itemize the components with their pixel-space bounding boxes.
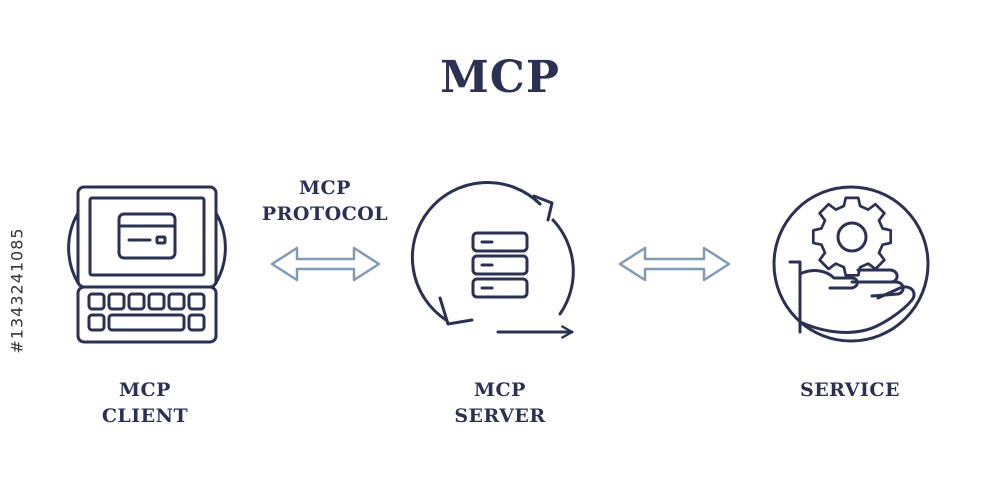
client-label: MCP CLIENT xyxy=(70,378,220,429)
server-label: MCP SERVER xyxy=(425,378,575,429)
double-arrow-icon xyxy=(270,246,381,282)
client-label-line2: CLIENT xyxy=(101,404,189,427)
protocol-label: MCP PROTOCOL xyxy=(240,176,410,227)
service-label: SERVICE xyxy=(775,378,925,404)
double-arrow-icon xyxy=(618,246,731,282)
protocol-label-line2: PROTOCOL xyxy=(261,202,389,225)
diagram-title: MCP xyxy=(440,52,560,103)
client-label-line1: MCP xyxy=(119,379,171,401)
laptop-icon xyxy=(67,185,227,344)
protocol-label-line1: MCP xyxy=(299,177,351,199)
gear-icon xyxy=(811,196,893,277)
server-label-line1: MCP xyxy=(474,379,526,401)
server-cycle-icon xyxy=(410,180,575,340)
service-label-text: SERVICE xyxy=(799,379,901,401)
server-label-line2: SERVER xyxy=(454,404,546,427)
hand-gear-icon xyxy=(772,185,930,343)
